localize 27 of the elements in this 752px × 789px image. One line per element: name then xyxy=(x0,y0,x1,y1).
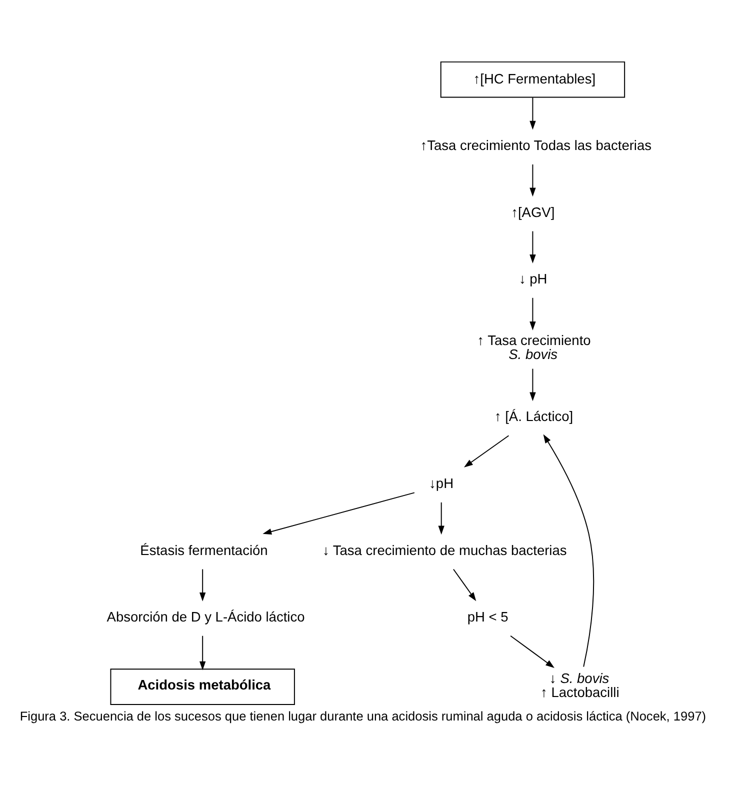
node-text: ↓ Tasa crecimiento de muchas bacterias xyxy=(322,542,567,558)
node-text: pH < 5 xyxy=(467,609,508,624)
node-box: Acidosis metabólica xyxy=(110,668,295,704)
arrow xyxy=(530,296,536,330)
arrow xyxy=(199,634,206,670)
caption: Figura 3. Secuencia de los sucesos que tienen lugar durante una acidosis ruminal aguda o acidosis láctica (Nocek, 1997) xyxy=(20,708,706,724)
node-text: Éstasis fermentación xyxy=(140,542,268,558)
node-text: Absorción de D y L-Ácido láctico xyxy=(106,609,305,624)
node-text: ↑ [Á. Láctico] xyxy=(494,408,574,424)
arrow xyxy=(199,568,206,601)
node-text: ↓pH xyxy=(429,476,454,491)
arrow xyxy=(262,492,415,534)
arrow xyxy=(543,434,594,667)
node-text: ↑Tasa crecimiento Todas las bacterias xyxy=(420,138,652,153)
node-text: ↓ S. bovis ↑ Lactobacilli xyxy=(540,670,620,700)
arrow xyxy=(530,96,536,130)
arrow xyxy=(530,230,536,263)
arrow xyxy=(530,163,536,196)
node-box: ↑[HC Fermentables] xyxy=(440,60,626,98)
node-text: ↑[AGV] xyxy=(511,204,555,220)
arrow xyxy=(452,568,476,601)
arrow xyxy=(510,634,554,668)
node-text: ↑ Tasa crecimiento S. bovis xyxy=(477,332,591,362)
node-text: ↓ pH xyxy=(518,271,548,286)
arrow xyxy=(438,501,444,534)
arrow xyxy=(530,368,536,401)
arrow xyxy=(464,434,510,467)
